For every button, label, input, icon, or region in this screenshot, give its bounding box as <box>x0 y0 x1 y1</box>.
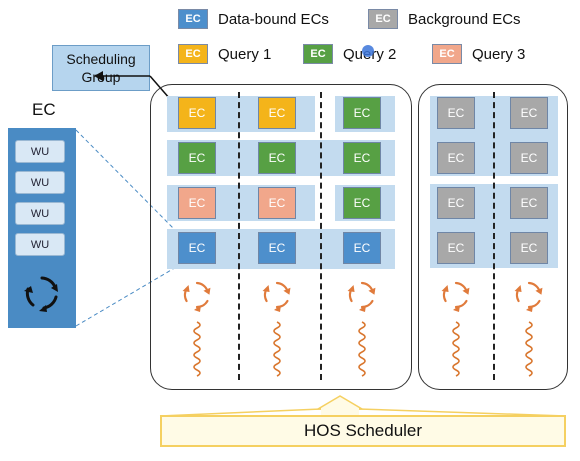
scheduling-group-label: Scheduling Group <box>52 45 150 91</box>
thread-wave <box>452 321 460 377</box>
cycle-icon <box>24 276 58 312</box>
wu-box-3: WU <box>15 202 65 225</box>
thread-wave <box>525 321 533 377</box>
thread-wave <box>193 321 201 377</box>
legend-label-background: Background ECs <box>408 10 521 28</box>
ec-query1-c2r1: EC <box>258 97 296 129</box>
ec-data-c1r4: EC <box>178 232 216 264</box>
ec-bg-c1r2: EC <box>437 142 475 174</box>
hos-scheduler-label: HOS Scheduler <box>303 421 423 440</box>
legend-swatch-query3: EC <box>432 44 462 64</box>
thread-wave <box>358 321 366 377</box>
wu-box-1: WU <box>15 140 65 163</box>
legend-swatch-query2: EC <box>303 44 333 64</box>
legend-label-data-bound: Data-bound ECs <box>218 10 329 28</box>
cycle-icon <box>514 281 543 312</box>
ec-bg-c1r3: EC <box>437 187 475 219</box>
background-group <box>418 84 568 390</box>
mouse-cursor-dot <box>362 45 374 57</box>
cycle-icon <box>262 281 291 312</box>
ec-data-c3r4: EC <box>343 232 381 264</box>
ec-query3-c2r3: EC <box>258 187 296 219</box>
cycle-icon <box>182 281 211 312</box>
cycle-icon <box>347 281 376 312</box>
ec-panel: WU WU WU WU <box>8 128 76 328</box>
legend-swatch-background: EC <box>368 9 398 29</box>
legend-swatch-query1: EC <box>178 44 208 64</box>
ec-bg-c2r1: EC <box>510 97 548 129</box>
legend-swatch-data-bound: EC <box>178 9 208 29</box>
wu-box-4: WU <box>15 233 65 256</box>
ec-query1-c1r1: EC <box>178 97 216 129</box>
scheduling-group-main <box>150 84 412 390</box>
legend-label-query3: Query 3 <box>472 45 526 63</box>
ec-data-c2r4: EC <box>258 232 296 264</box>
ec-query2-c3r1: EC <box>343 97 381 129</box>
ec-bg-c1r4: EC <box>437 232 475 264</box>
legend-data-bound: EC Data-bound ECs <box>178 8 329 30</box>
column-divider-1 <box>238 92 240 380</box>
ec-query2-c1r2: EC <box>178 142 216 174</box>
ec-query2-c2r2: EC <box>258 142 296 174</box>
ec-query2-c3r2: EC <box>343 142 381 174</box>
column-divider-bg <box>493 92 495 380</box>
ec-query3-c1r3: EC <box>178 187 216 219</box>
column-divider-2 <box>320 92 322 380</box>
ec-bg-c1r1: EC <box>437 97 475 129</box>
hos-scheduler-bar: HOS Scheduler <box>160 415 566 447</box>
ec-query2-c3r3: EC <box>343 187 381 219</box>
legend-label-query1: Query 1 <box>218 45 272 63</box>
ec-bg-c2r2: EC <box>510 142 548 174</box>
legend-query3: EC Query 3 <box>432 43 525 65</box>
thread-wave <box>273 321 281 377</box>
wu-box-2: WU <box>15 171 65 194</box>
ec-bg-c2r3: EC <box>510 187 548 219</box>
legend-background: EC Background ECs <box>368 8 521 30</box>
cycle-icon <box>441 281 470 312</box>
legend-query1: EC Query 1 <box>178 43 271 65</box>
ec-panel-title: EC <box>32 100 56 119</box>
ec-bg-c2r4: EC <box>510 232 548 264</box>
